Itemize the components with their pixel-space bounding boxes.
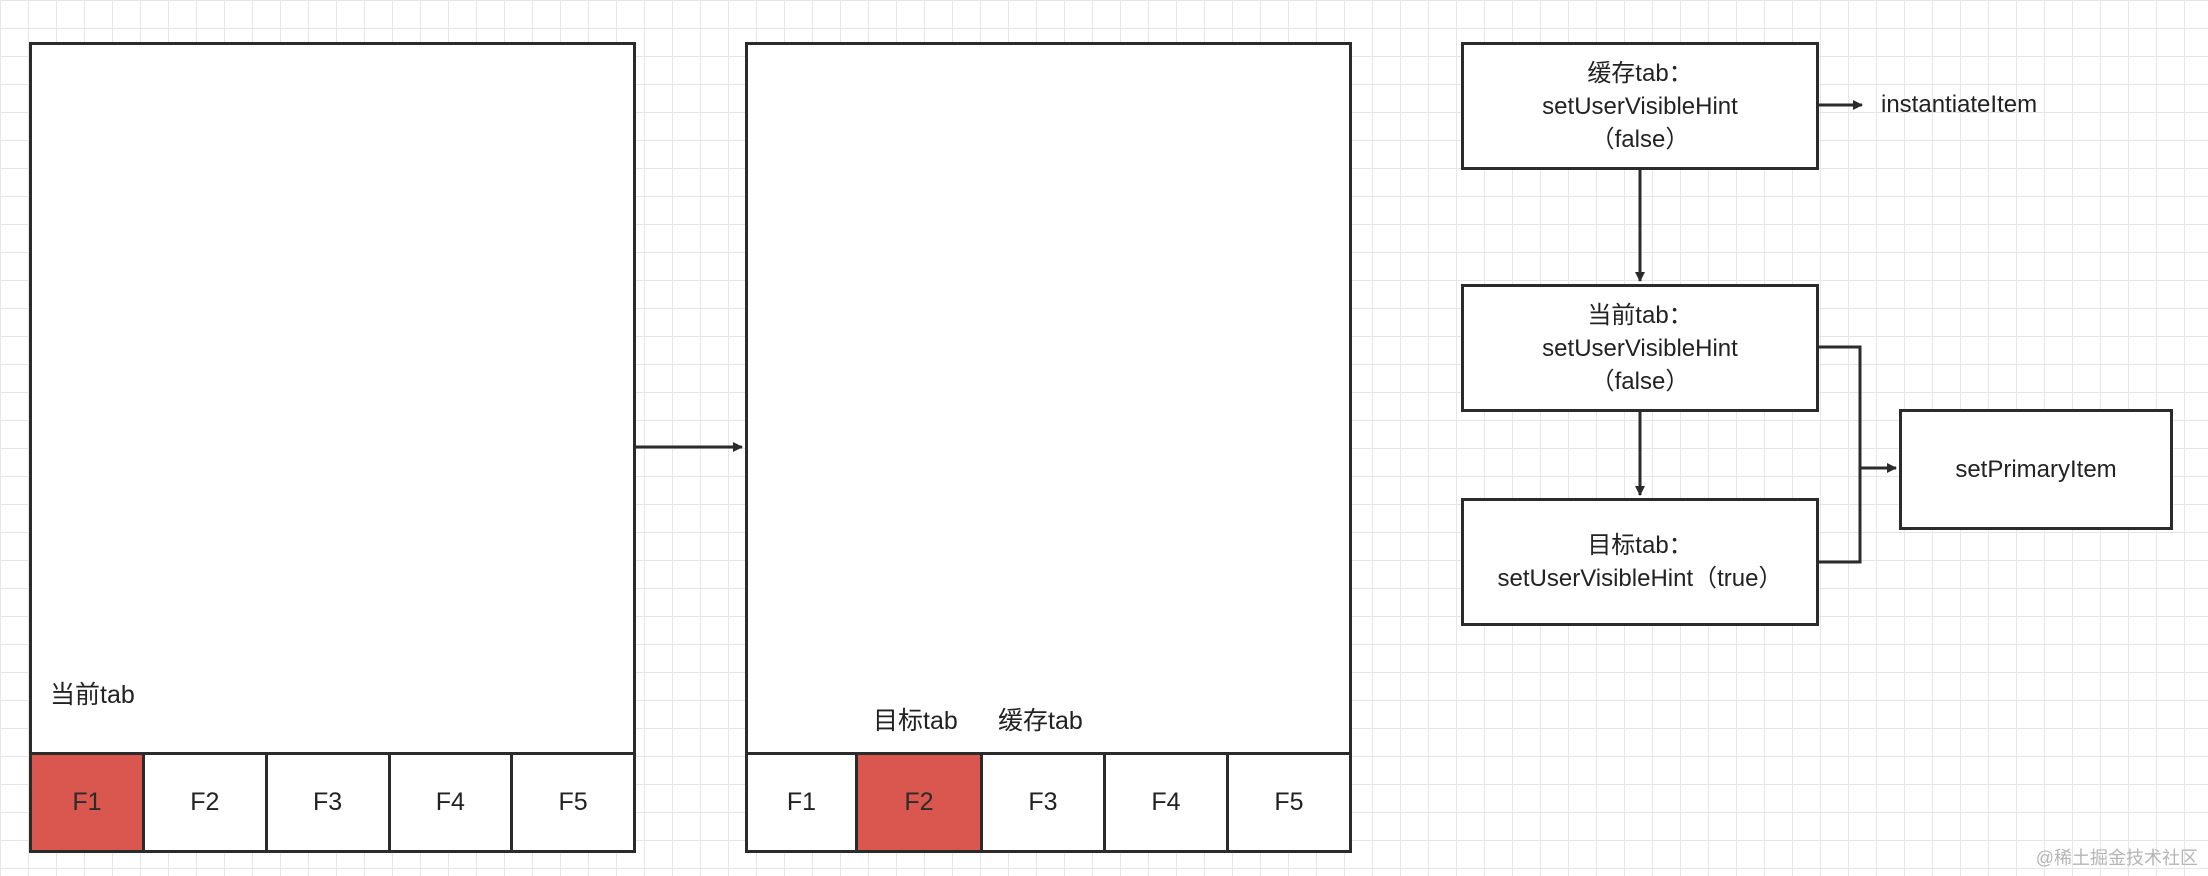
target-box-line1: 目标tab： [1587,532,1693,559]
target-box-line2: setUserVisibleHint（true） [1497,565,1783,592]
left-screen: 当前tab F1 F2 F3 F4 F5 [29,42,636,853]
right-tab-f4[interactable]: F4 [1103,752,1229,853]
right-tab-f2[interactable]: F2 [855,752,983,853]
target-tab-label: 目标tab [873,707,958,735]
left-tab-f3[interactable]: F3 [264,752,391,853]
current-box-line2: setUserVisibleHint [1542,334,1738,362]
left-tab-f4[interactable]: F4 [387,752,514,853]
instantiate-item-label: instantiateItem [1881,91,2038,118]
left-tab-bar: F1 F2 F3 F4 F5 [29,752,636,853]
watermark: @稀土掘金技术社区 [2035,848,2198,868]
current-to-primary-connector [1819,345,1862,564]
cache-tab-label: 缓存tab [998,707,1083,735]
set-primary-item-label: setPrimaryItem [1955,456,2117,483]
set-primary-item-box: setPrimaryItem [1899,409,2173,530]
left-tab-f1[interactable]: F1 [29,752,145,853]
right-screen: 目标tab 缓存tab F1 F2 F3 F4 F5 [745,42,1352,853]
cache-box-line2: setUserVisibleHint [1542,92,1738,120]
current-tab-box: 当前tab： setUserVisibleHint （false） [1461,284,1819,412]
target-tab-box: 目标tab： setUserVisibleHint（true） [1461,498,1819,626]
cache-box-line1: 缓存tab： [1587,59,1693,87]
right-tab-f1[interactable]: F1 [745,752,858,853]
right-tab-bar: F1 F2 F3 F4 F5 [745,752,1352,853]
cache-box-line3: （false） [1590,125,1690,153]
current-tab-label: 当前tab [50,681,135,709]
cache-tab-box: 缓存tab： setUserVisibleHint （false） [1461,42,1819,170]
left-tab-f5[interactable]: F5 [510,752,636,853]
current-box-line3: （false） [1590,367,1690,395]
right-tab-f5[interactable]: F5 [1226,752,1352,853]
current-box-line1: 当前tab： [1587,301,1693,329]
